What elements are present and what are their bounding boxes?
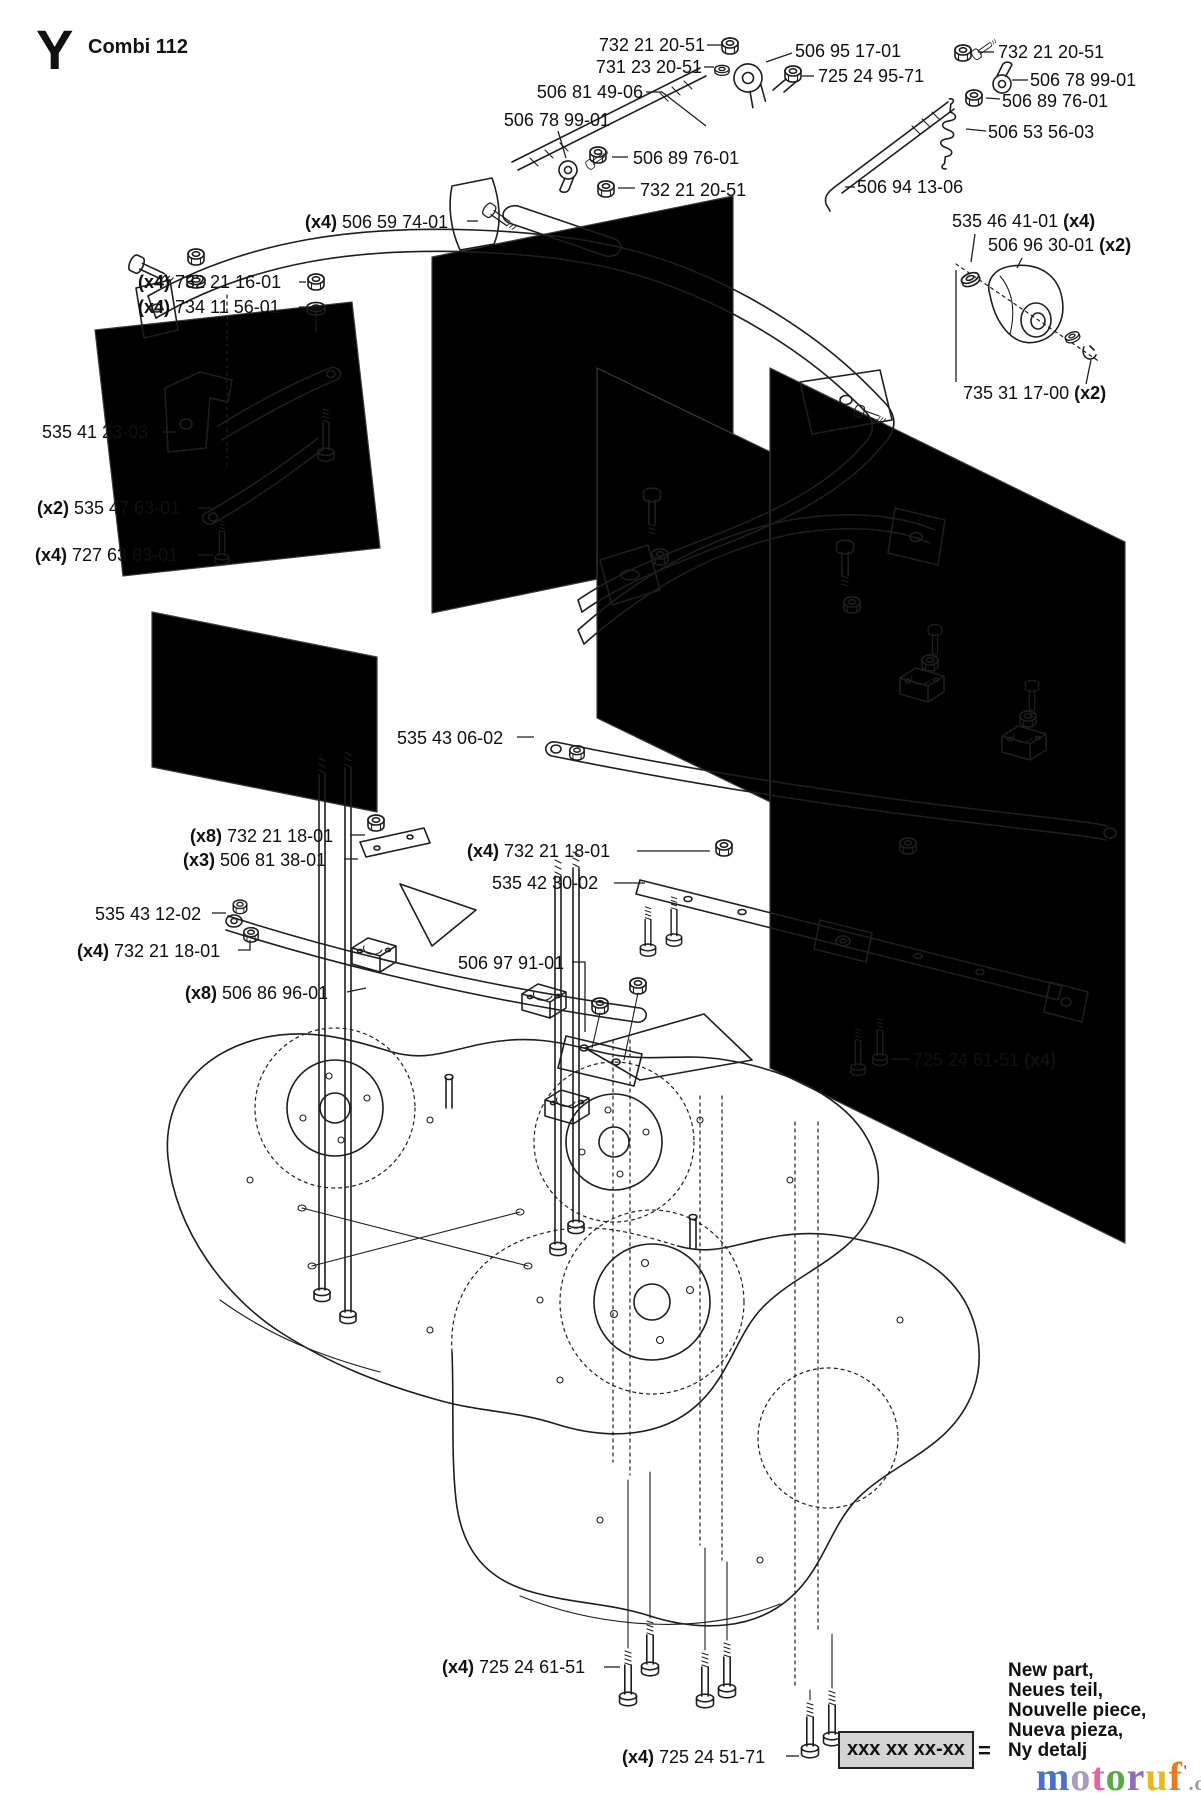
part-label: 506 89 76-01 bbox=[633, 148, 740, 168]
part-label: (x4) 725 24 61-51 bbox=[442, 1657, 586, 1677]
watermark-letter: f bbox=[1168, 1754, 1183, 1799]
part-label: 506 95 17-01 bbox=[795, 41, 902, 61]
cross-bar bbox=[544, 623, 1117, 841]
part-label: (x4) 732 21 16-01 bbox=[138, 272, 282, 292]
mower-deck-lower bbox=[451, 1209, 980, 1627]
part-label: 535 46 41-01 (x4) bbox=[952, 211, 1096, 231]
part-label: (x4) 732 21 18-01 bbox=[467, 841, 611, 861]
long-bolts bbox=[313, 751, 585, 1325]
washer-icon bbox=[714, 64, 730, 77]
part-label: 506 94 13-06 bbox=[857, 177, 964, 197]
nut-icon bbox=[187, 248, 205, 266]
bottom-bolts bbox=[618, 1620, 842, 1759]
clamp-icon bbox=[544, 1089, 590, 1125]
nut-icon bbox=[954, 44, 972, 62]
part-label: (x8) 732 21 18-01 bbox=[190, 826, 334, 846]
watermark-letter: t bbox=[1091, 1754, 1106, 1799]
center-lift-frame bbox=[577, 403, 946, 645]
nut-icon bbox=[715, 839, 733, 857]
page-letter: Y bbox=[36, 18, 74, 81]
watermark-tick: ' bbox=[1183, 1763, 1189, 1780]
nut-icon bbox=[232, 899, 248, 915]
part-label: 506 78 99-01 bbox=[1030, 70, 1137, 90]
nut-icon bbox=[597, 180, 615, 198]
part-label: 731 23 20-51 bbox=[595, 57, 702, 77]
part-label: 725 24 61-51 (x4) bbox=[913, 1050, 1057, 1070]
washer-icon bbox=[1063, 329, 1082, 346]
part-label: (x8) 506 86 96-01 bbox=[185, 983, 329, 1003]
nut-icon bbox=[721, 37, 739, 55]
watermark-letter: o bbox=[1105, 1754, 1127, 1799]
part-label: (x4) 727 63 83-01 bbox=[35, 545, 179, 565]
screw-icon bbox=[969, 36, 1000, 62]
watermark-letter: u bbox=[1145, 1754, 1169, 1799]
part-label: (x4) 732 21 18-01 bbox=[77, 941, 221, 961]
arrow-flag bbox=[399, 883, 477, 947]
part-label: (x4) 734 11 56-01 bbox=[138, 297, 280, 317]
left-bracket-assembly bbox=[125, 248, 342, 566]
ball-joint-icon bbox=[988, 60, 1018, 96]
arrow-flag bbox=[584, 1013, 753, 1081]
part-label: 535 41 23-03 bbox=[42, 422, 149, 442]
legend-line: Ny detalj bbox=[1008, 1740, 1088, 1761]
part-label: 535 42 30-02 bbox=[492, 873, 599, 893]
watermark-letter: o bbox=[1070, 1754, 1092, 1799]
part-label: (x2) 535 47 63-01 bbox=[37, 498, 181, 518]
roller-wheel bbox=[955, 263, 1101, 363]
rod-end-icon bbox=[727, 57, 777, 111]
nut-icon bbox=[591, 997, 609, 1015]
lift-rod bbox=[824, 36, 1018, 212]
watermark-motoruf: motoruf'.de bbox=[1036, 1752, 1201, 1800]
part-label: 735 31 17-00 (x2) bbox=[963, 383, 1107, 403]
part-label: 732 21 20-51 bbox=[598, 35, 705, 55]
part-label: 732 21 20-51 bbox=[998, 42, 1105, 62]
center-mount-plate bbox=[635, 837, 1089, 1023]
nut-icon bbox=[367, 814, 385, 832]
legend-text: New part, Neues teil, Nouvelle piece, Nu… bbox=[1008, 1661, 1146, 1761]
watermark-suffix: .de bbox=[1188, 1773, 1201, 1795]
zone-panels bbox=[94, 195, 1126, 1244]
part-label: 506 96 30-01 (x2) bbox=[988, 235, 1132, 255]
washer-icon bbox=[959, 269, 983, 290]
watermark-letter: r bbox=[1126, 1754, 1146, 1799]
legend-line: Nouvelle piece, bbox=[1008, 1700, 1147, 1721]
watermark-letter: m bbox=[1036, 1754, 1071, 1799]
nut-icon bbox=[965, 89, 983, 107]
part-label: 506 53 56-03 bbox=[988, 122, 1095, 142]
nut-icon bbox=[629, 977, 647, 995]
part-label: 506 81 49-06 bbox=[536, 82, 643, 102]
legend-code-box: xxx xx xx-xx bbox=[838, 1731, 974, 1769]
clamp-icon bbox=[521, 983, 567, 1019]
part-label: 506 78 99-01 bbox=[503, 110, 610, 130]
legend-line: New part, bbox=[1008, 1660, 1094, 1681]
part-label: 506 97 91-01 bbox=[458, 953, 565, 973]
legend-equals: = bbox=[978, 1738, 991, 1763]
legend-line: Nueva pieza, bbox=[1008, 1720, 1124, 1741]
page-title: Combi 112 bbox=[88, 36, 189, 58]
adjustment-rod bbox=[511, 37, 802, 198]
part-label: (x3) 506 81 38-01 bbox=[183, 850, 327, 870]
part-label: (x4) 725 24 51-71 bbox=[622, 1747, 766, 1767]
mower-deck-upper bbox=[166, 1027, 880, 1435]
part-label: 535 43 06-02 bbox=[397, 728, 504, 748]
part-label: 725 24 95-71 bbox=[818, 66, 925, 86]
watermark-letters: motoruf bbox=[1036, 1754, 1183, 1799]
leader-lines bbox=[163, 44, 1092, 1757]
part-label: 535 43 12-02 bbox=[95, 904, 202, 924]
part-label: 506 89 76-01 bbox=[1002, 91, 1109, 111]
legend-line: Neues teil, bbox=[1008, 1680, 1104, 1701]
nut-icon bbox=[307, 273, 325, 291]
ball-joint-icon bbox=[552, 158, 583, 195]
part-label: 732 21 20-51 bbox=[640, 180, 747, 200]
bolt-icon bbox=[784, 65, 802, 83]
part-label: (x4) 506 59 74-01 bbox=[305, 212, 449, 232]
bolt-icon bbox=[639, 906, 657, 957]
handlebar-frame bbox=[135, 177, 895, 613]
drop-lines bbox=[612, 1039, 833, 1701]
